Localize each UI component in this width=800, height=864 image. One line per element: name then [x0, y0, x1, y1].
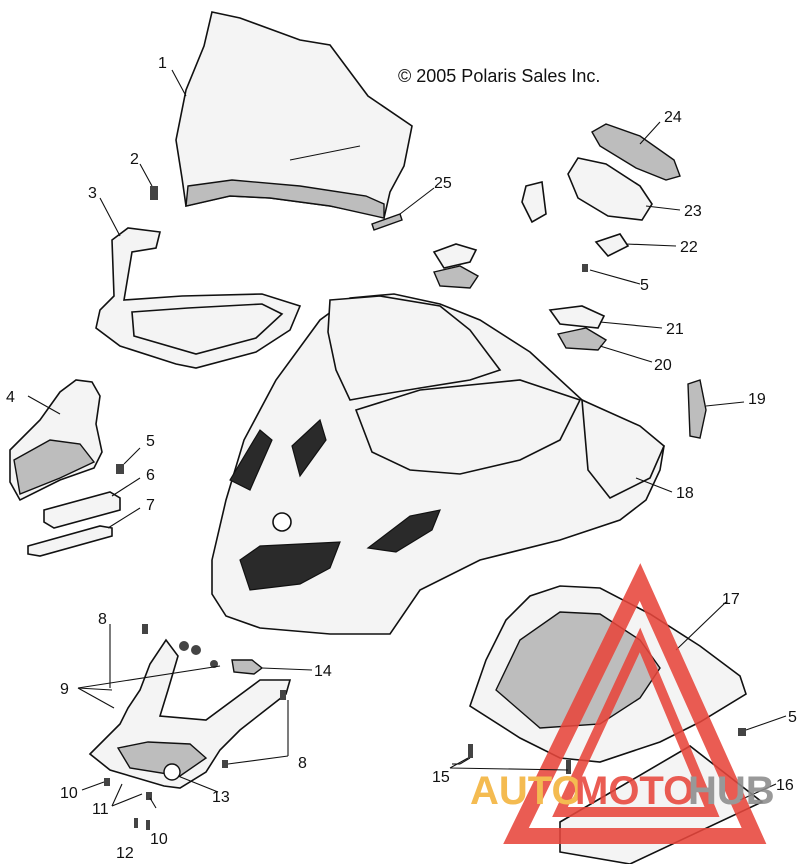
part-3-bracket [95, 197, 302, 369]
part-23-gauge [567, 157, 681, 221]
part-1-windshield [175, 11, 413, 220]
callout-6: 6 [146, 467, 155, 484]
part-2-screw [139, 163, 158, 200]
watermark-logo: AUTO MOTO HUB [470, 563, 775, 844]
callout-4: 4 [6, 389, 15, 406]
callout-14: 14 [314, 663, 332, 680]
callout-22: 22 [680, 239, 698, 256]
watermark-triangle [503, 563, 767, 844]
part-5-screw-left [116, 447, 141, 474]
callout-9: 9 [60, 681, 69, 698]
callout-11: 11 [92, 801, 109, 818]
callout-15: 15 [432, 769, 450, 786]
copyright-text: © 2005 Polaris Sales Inc. [398, 66, 600, 86]
part-7-decal [27, 507, 141, 557]
part-18-hood [211, 293, 673, 635]
part-13-front-bumper [88, 638, 292, 793]
part-21-cover [432, 243, 663, 329]
callout-23: 23 [684, 203, 702, 220]
part-4-side-duct [9, 379, 103, 502]
part-24-gauge-bezel [591, 121, 681, 181]
callout-2: 2 [130, 151, 139, 168]
callout-5-right: 5 [788, 709, 797, 726]
callout-10-right: 10 [150, 831, 168, 848]
leader-15 [449, 757, 569, 771]
part-14-rubber-bumper [231, 659, 313, 675]
callout-20: 20 [654, 357, 672, 374]
callout-18: 18 [676, 485, 694, 502]
part-8-screws [109, 624, 289, 768]
watermark-moto: MOTO [575, 769, 694, 813]
callout-13: 13 [212, 789, 230, 806]
callout-21: 21 [666, 321, 684, 338]
callout-25: 25 [434, 175, 452, 192]
part-9-grommets [77, 641, 221, 709]
callout-labels: 1 2 3 4 5 6 7 8 9 10 11 12 10 13 14 8 15… [6, 55, 797, 862]
part-20-mount [433, 265, 653, 363]
part-19-handle [687, 379, 745, 439]
part-15-fasteners [452, 744, 571, 774]
part-25-strip [371, 187, 435, 231]
part-22-clip [521, 181, 677, 257]
watermark-auto: AUTO [470, 769, 583, 813]
callout-8-bottom: 8 [298, 755, 307, 772]
callout-8-top: 8 [98, 611, 107, 628]
leader-1 [171, 69, 187, 97]
callout-1: 1 [158, 55, 167, 72]
callout-19: 19 [748, 391, 766, 408]
part-6-decal [43, 477, 141, 529]
part-5-screw-right [738, 715, 787, 736]
callout-3: 3 [88, 185, 97, 202]
callout-7: 7 [146, 497, 155, 514]
callout-10-left: 10 [60, 785, 78, 802]
part-5-screw-top [582, 264, 641, 285]
callout-24: 24 [664, 109, 682, 126]
callout-12: 12 [116, 845, 134, 862]
part-10-11-12-small-hardware [81, 778, 157, 830]
callout-5-top: 5 [640, 277, 649, 294]
watermark-hub: HUB [688, 769, 775, 813]
callout-17: 17 [722, 591, 740, 608]
callout-16: 16 [776, 777, 794, 794]
callout-5-left: 5 [146, 433, 155, 450]
